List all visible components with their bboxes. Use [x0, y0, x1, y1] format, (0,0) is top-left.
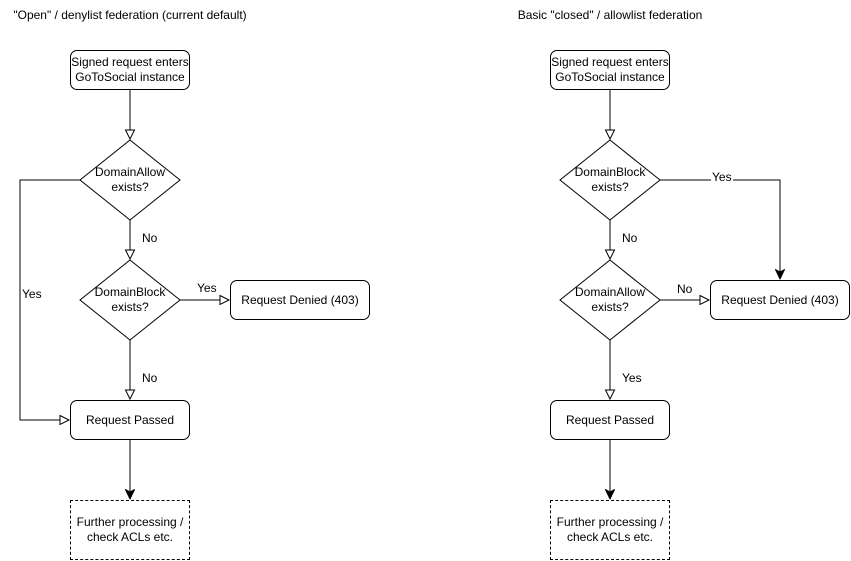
left-passed-node: Request Passed — [70, 400, 190, 440]
left-decision1-yes-label: Yes — [21, 287, 43, 301]
left-decision2-no-label: No — [141, 371, 159, 385]
right-chart-title: Basic "closed" / allowlist federation — [517, 8, 703, 22]
right-decision1-no-label: No — [621, 231, 639, 245]
right-decision1-yes-label: Yes — [711, 170, 733, 184]
right-start-node: Signed request enters GoToSocial instanc… — [550, 50, 670, 90]
edge-right-decision1-yes-to-denied — [660, 179, 785, 280]
left-decision2-yes-label: Yes — [196, 281, 218, 295]
left-decision1-no-label: No — [141, 231, 159, 245]
right-denied-node: Request Denied (403) — [710, 280, 850, 320]
left-decision1-diamond — [79, 139, 181, 221]
left-decision2-diamond — [79, 259, 181, 341]
left-denied-node: Request Denied (403) — [230, 280, 370, 320]
right-decision2-no-label: No — [676, 282, 694, 296]
right-decision2-diamond — [559, 259, 661, 341]
left-further-processing-node: Further processing / check ACLs etc. — [70, 500, 190, 560]
right-further-processing-node: Further processing / check ACLs etc. — [550, 500, 670, 560]
right-passed-node: Request Passed — [550, 400, 670, 440]
edge-left-decision1-yes-to-passed — [19, 179, 80, 426]
left-start-node: Signed request enters GoToSocial instanc… — [70, 50, 190, 90]
left-chart-title: "Open" / denylist federation (current de… — [13, 8, 247, 22]
right-decision2-yes-label: Yes — [621, 371, 643, 385]
right-decision1-diamond — [559, 139, 661, 221]
